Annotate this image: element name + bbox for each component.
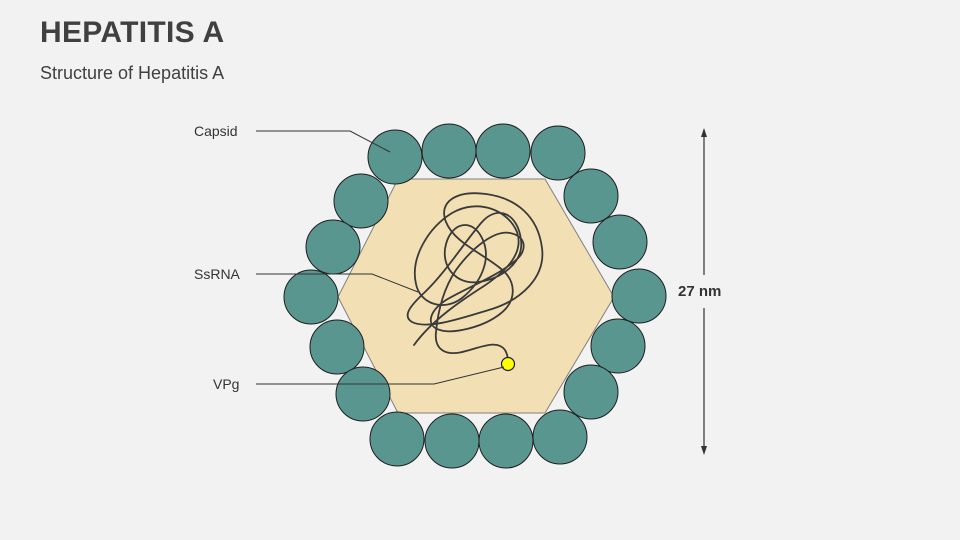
capsid-label: Capsid	[194, 123, 238, 139]
capsomere	[305, 219, 361, 275]
ssrna-leader-line	[256, 273, 419, 293]
capsomere	[532, 409, 588, 465]
capsid-leader-line	[256, 130, 391, 153]
dimension-arrow	[701, 128, 707, 455]
ssrna-strand	[406, 192, 544, 363]
capsomere	[367, 129, 423, 185]
capsomere	[421, 123, 477, 179]
diameter-label: 27 nm	[678, 283, 722, 300]
ssrna-label: SsRNA	[194, 266, 240, 282]
capsomere	[283, 269, 339, 325]
capsid-shell	[283, 123, 667, 469]
vpg-label: VPg	[213, 376, 240, 392]
capsomere	[563, 168, 619, 224]
capsomere	[563, 364, 619, 420]
capsomere	[592, 214, 648, 270]
slide-subtitle: Structure of Hepatitis A	[40, 63, 225, 83]
capsomere	[424, 413, 480, 469]
capsomere	[478, 413, 534, 469]
capsomere	[335, 366, 391, 422]
vpg-leader-line	[256, 366, 505, 385]
capsomere	[590, 318, 646, 374]
capsomere	[333, 173, 389, 229]
slide-title: HEPATITIS A	[40, 16, 225, 49]
vpg-protein	[500, 356, 516, 372]
capsomere	[309, 319, 365, 375]
capsomere	[611, 268, 667, 324]
capsomere	[530, 125, 586, 181]
capsomere	[369, 411, 425, 467]
capsomere	[475, 123, 531, 179]
